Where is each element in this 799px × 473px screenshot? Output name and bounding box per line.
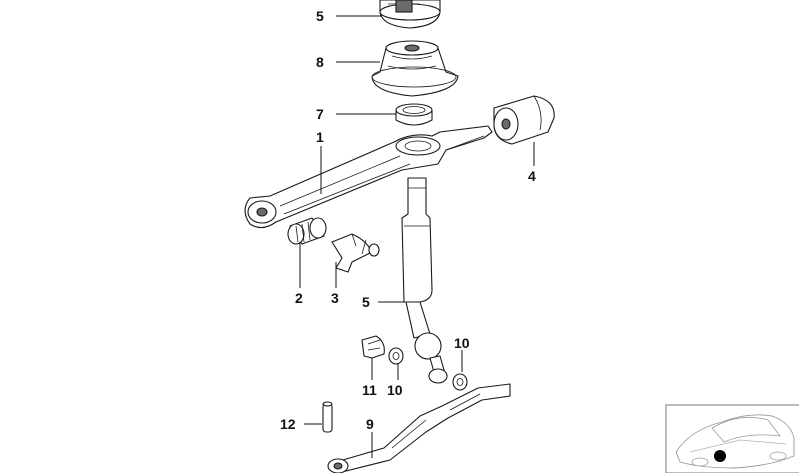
part-10-washer-right (452, 373, 468, 391)
callout-11: 11 (362, 382, 377, 398)
part-7-ring (395, 103, 433, 126)
part-10-washer-left (388, 347, 404, 365)
leader-lines (299, 15, 535, 458)
part-8-boot (371, 40, 459, 97)
callout-4: 4 (528, 168, 536, 184)
callout-6: 5 (316, 8, 324, 24)
callout-7: 7 (316, 106, 324, 122)
part-12-pin (322, 401, 333, 433)
callout-10-bottom: 10 (387, 382, 403, 398)
callout-3: 3 (331, 290, 339, 306)
part-9-shift-rod (327, 383, 511, 473)
part-11-clip (361, 335, 385, 359)
callout-2: 2 (295, 290, 303, 306)
callout-labels: 5 8 7 1 4 2 3 5 10 11 10 12 9 (280, 8, 536, 432)
callout-1: 1 (316, 129, 324, 145)
part-6-bushing (379, 0, 441, 29)
car-location-icon (665, 404, 799, 473)
part-2-bearing (287, 217, 327, 245)
callout-8: 8 (316, 54, 324, 70)
part-3-clip (331, 233, 380, 273)
callout-12: 12 (280, 416, 296, 432)
part-5-selector-rod (401, 177, 448, 384)
part-4-rubber-bushing (493, 95, 555, 145)
callout-5: 5 (362, 294, 370, 310)
callout-10-top: 10 (454, 335, 470, 351)
part-1-shift-lever (244, 125, 493, 229)
callout-9: 9 (366, 416, 374, 432)
